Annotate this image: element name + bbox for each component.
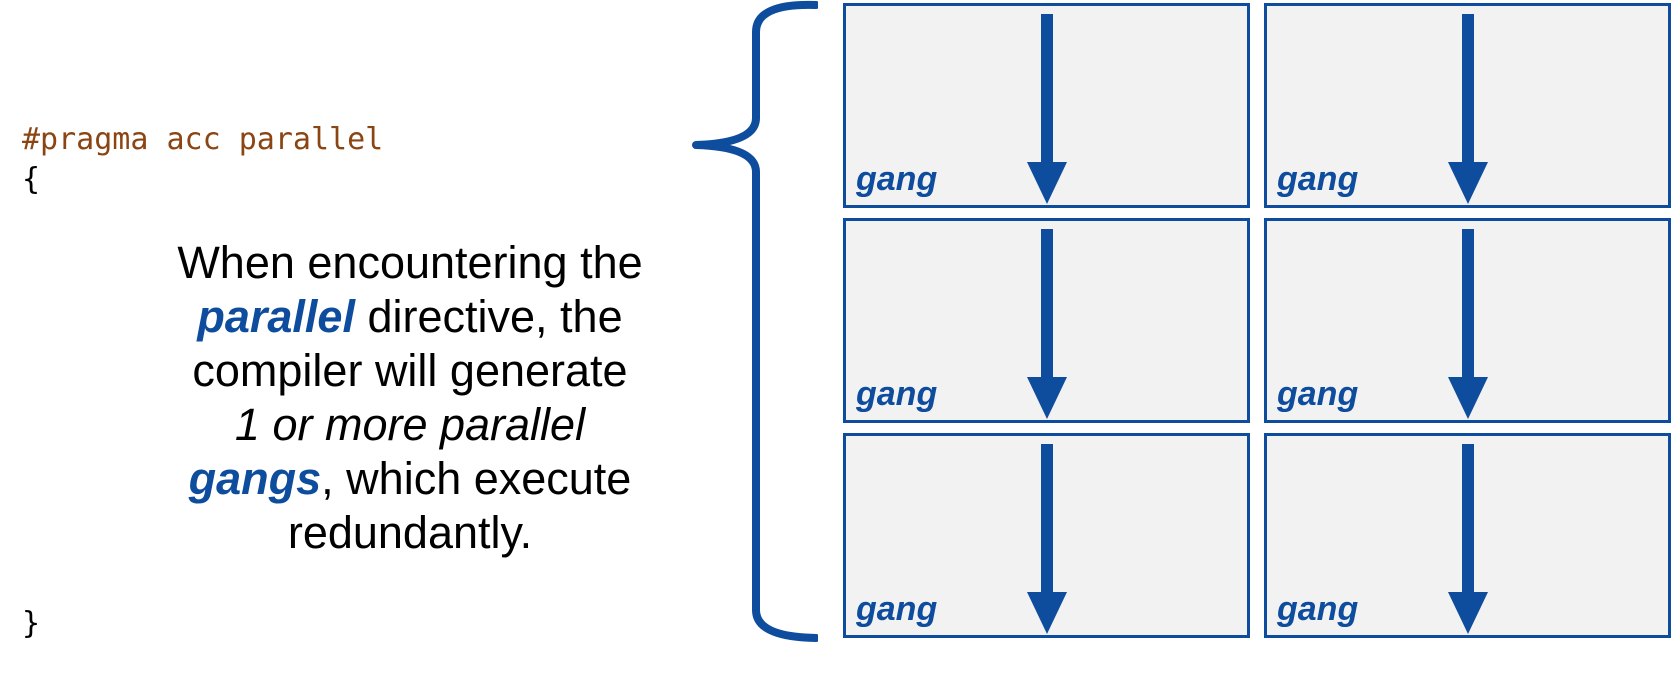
down-arrow-icon: [1448, 14, 1488, 204]
gang-label: gang: [1277, 160, 1359, 198]
explanation-line-4: 1 or more parallel: [234, 399, 586, 450]
open-brace: {: [22, 162, 41, 197]
curly-bracket: [692, 0, 818, 642]
explanation-text: When encountering the parallel directive…: [130, 236, 690, 560]
gang-cell: gang: [1264, 3, 1671, 208]
explanation-line-6: redundantly.: [287, 507, 533, 558]
gang-cell: gang: [843, 218, 1250, 423]
down-arrow-icon: [1448, 229, 1488, 419]
gang-cell: gang: [1264, 218, 1671, 423]
gang-cell: gang: [1264, 433, 1671, 638]
gang-label: gang: [856, 375, 938, 413]
gang-cell: gang: [843, 3, 1250, 208]
down-arrow-icon: [1027, 14, 1067, 204]
explanation-line-2: directive, the: [354, 291, 623, 342]
down-arrow-icon: [1027, 444, 1067, 634]
gang-label: gang: [856, 590, 938, 628]
explanation-line-3: compiler will generate: [192, 345, 628, 396]
keyword-parallel: parallel: [197, 291, 355, 342]
down-arrow-icon: [1448, 444, 1488, 634]
gang-label: gang: [1277, 375, 1359, 413]
close-brace: }: [22, 606, 41, 641]
gang-label: gang: [856, 160, 938, 198]
gang-label: gang: [1277, 590, 1359, 628]
keyword-gangs: gangs: [188, 453, 322, 504]
pragma-directive: #pragma acc parallel: [22, 122, 384, 157]
down-arrow-icon: [1027, 229, 1067, 419]
explanation-line-1: When encountering the: [177, 237, 643, 288]
explanation-line-5: , which execute: [321, 453, 632, 504]
gang-cell: gang: [843, 433, 1250, 638]
